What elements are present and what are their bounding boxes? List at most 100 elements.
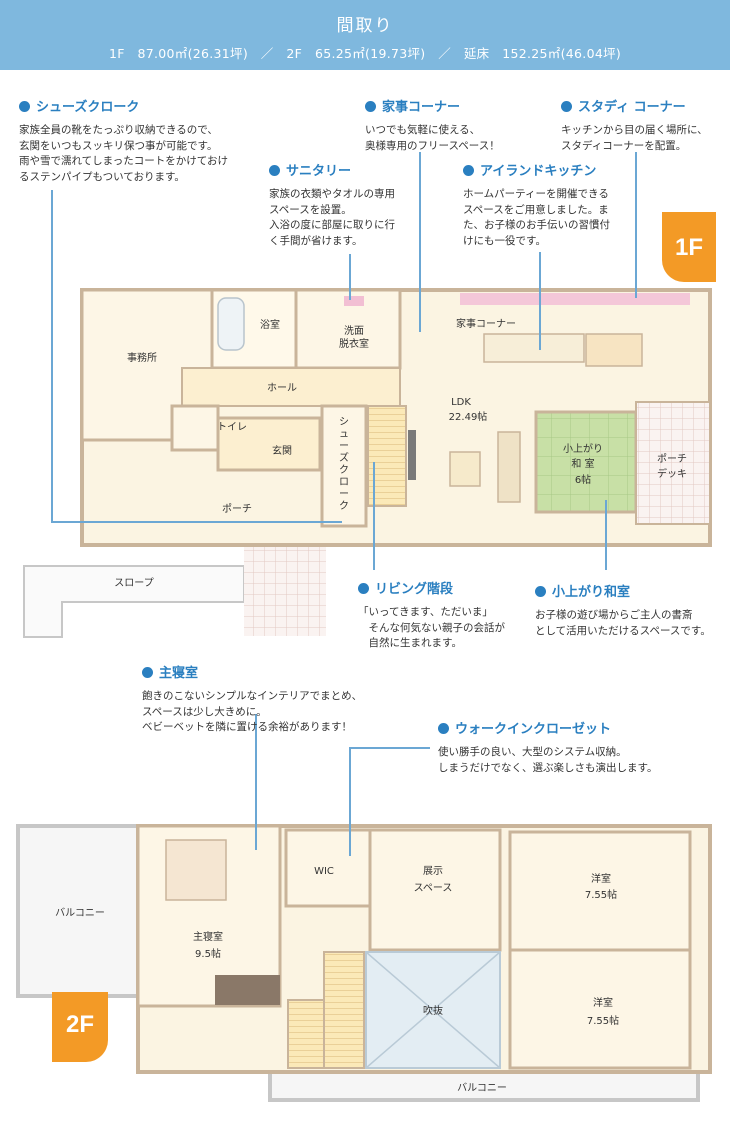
annotation-sanitary-text: 家族の衣類やタオルの専用 スペースを設置。 入浴の度に部屋に取りに行 く手間が省…	[269, 188, 395, 247]
stairs-2f-b	[287, 999, 325, 1069]
master-dark-floor	[215, 975, 280, 1005]
annotation-washitsu-title: 小上がり和室	[535, 585, 711, 601]
display-space	[368, 828, 502, 952]
annotation-sanitary: サニタリー 家族の衣類やタオルの専用 スペースを設置。 入浴の度に部屋に取りに行…	[269, 164, 395, 249]
room-label-deck-2: デッキ	[657, 467, 687, 480]
shoe-cloak-char: ク	[339, 464, 349, 476]
bullet-icon	[142, 667, 153, 678]
room-label-balcony-west: バルコニー	[55, 907, 105, 919]
room-label-chores: 家事コーナー	[456, 317, 516, 330]
leader-shoe-cloak	[51, 190, 342, 523]
bathtub	[217, 297, 245, 351]
annotation-chores-title-text: 家事コーナー	[382, 100, 461, 115]
shoe-cloak-char: ロ	[339, 477, 349, 488]
shoe-cloak-char: ュ	[339, 429, 349, 440]
header: 間取り 1F 87.00㎡(26.31坪) ／ 2F 65.25㎡(19.73坪…	[0, 0, 730, 70]
fukinuke-cross	[365, 951, 501, 1069]
stairs-2f	[323, 951, 365, 1069]
room-label-office: 事務所	[127, 351, 157, 364]
bullet-icon	[561, 101, 572, 112]
hall-area	[181, 367, 401, 407]
annotation-shoe-cloak-title: シューズクローク	[19, 100, 228, 116]
room-label-youshitsu-1: 洋室	[591, 872, 611, 885]
island-kitchen	[483, 333, 585, 363]
room-label-slope: スロープ	[114, 577, 153, 589]
room-west-2	[508, 948, 692, 1070]
entrance-room	[216, 416, 322, 472]
bullet-icon	[438, 723, 449, 734]
room-label-youshitsu-1-size: 7.55帖	[585, 888, 617, 901]
sofa	[497, 431, 521, 503]
room-label-washitsu-2: 和 室	[571, 457, 594, 470]
room-label-dressing: 脱衣室	[339, 337, 369, 350]
bullet-icon	[358, 583, 369, 594]
area-summary: 1F 87.00㎡(26.31坪) ／ 2F 65.25㎡(19.73坪) ／ …	[108, 46, 622, 61]
bullet-icon	[269, 165, 280, 176]
shoe-cloak-char: ク	[339, 500, 349, 512]
annotation-sanitary-title-text: サニタリー	[286, 164, 352, 179]
shoe-cloak-room	[320, 404, 368, 528]
room-label-fukinuke: 吹抜	[423, 1004, 443, 1017]
kitchen-strip	[460, 293, 690, 305]
room-label-washitsu-1: 小上がり	[563, 442, 603, 455]
annotation-wic-title: ウォークインクローゼット	[438, 722, 657, 738]
room-west-1	[508, 830, 692, 952]
annotation-washitsu: 小上がり和室 お子様の遊び場からご主人の書斎 として活用いただけるスペースです。	[535, 585, 711, 639]
room-label-youshitsu-2-size: 7.55帖	[587, 1014, 619, 1027]
room-label-balcony-south: バルコニー	[457, 1082, 507, 1094]
room-label-deck-1: ポーチ	[657, 453, 687, 465]
shoe-cloak-char: ズ	[339, 451, 349, 464]
tv-board	[408, 430, 416, 480]
annotation-study-title-text: スタディ コーナー	[578, 100, 686, 115]
balcony-south	[268, 1068, 700, 1102]
toilet-room	[170, 404, 220, 452]
room-label-ldk: LDK	[451, 397, 471, 408]
annotation-study: スタディ コーナー キッチンから目の届く場所に、 スタディコーナーを配置。	[561, 100, 708, 154]
bullet-icon	[535, 586, 546, 597]
annotation-shoe-cloak: シューズクローク 家族全員の靴をたっぷり収納できるので、 玄関をいつもスッキリ保…	[19, 100, 228, 185]
annotation-kitchen-title-text: アイランドキッチン	[480, 164, 597, 179]
annotation-washitsu-title-text: 小上がり和室	[552, 585, 631, 600]
room-label-hall: ホール	[267, 382, 297, 394]
annotation-study-title: スタディ コーナー	[561, 100, 708, 116]
annotation-kitchen: アイランドキッチン ホームパーティーを開催できる スペースをご用意しました。ま …	[463, 164, 610, 249]
washitsu-room	[534, 410, 638, 514]
annotation-kitchen-text: ホームパーティーを開催できる スペースをご用意しました。ま た、お子様のお手伝い…	[463, 188, 610, 247]
leader-lines	[51, 152, 637, 856]
annotation-chores: 家事コーナー いつでも気軽に使える、 奥様専用のフリースペース！	[365, 100, 500, 154]
room-label-display-2: スペース	[414, 883, 453, 894]
annotation-sanitary-title: サニタリー	[269, 164, 395, 180]
sanitary-shelf	[344, 296, 364, 306]
bullet-icon	[19, 101, 30, 112]
room-label-ldk-size: 22.49帖	[449, 410, 488, 423]
bullet-icon	[365, 101, 376, 112]
room-label-washroom: 洗面	[344, 325, 364, 337]
annotation-stairs-title-text: リビング階段	[375, 582, 454, 597]
floor1-badge: 1F	[662, 212, 716, 282]
annotation-shoe-cloak-title-text: シューズクローク	[36, 100, 140, 115]
wic-room	[284, 828, 372, 908]
annotation-study-text: キッチンから目の届く場所に、 スタディコーナーを配置。	[561, 124, 708, 152]
annotation-master-text: 飽きのこないシンプルなインテリアでまとめ、 スペースは少し大きめに。 ベビーベッ…	[142, 690, 363, 733]
annotation-shoe-cloak-text: 家族全員の靴をたっぷり収納できるので、 玄関をいつもスッキリ保つ事が可能です。 …	[19, 124, 228, 183]
living-table	[449, 451, 481, 487]
annotation-chores-title: 家事コーナー	[365, 100, 500, 116]
annotation-wic: ウォークインクローゼット 使い勝手の良い、大型のシステム収納。 しまうだけでなく…	[438, 722, 657, 776]
page-title: 間取り	[336, 16, 394, 36]
room-label-washitsu-size: 6帖	[575, 473, 591, 486]
annotation-kitchen-title: アイランドキッチン	[463, 164, 610, 180]
shoe-cloak-char: ー	[339, 441, 349, 452]
room-label-master-size: 9.5帖	[195, 947, 221, 960]
slope-area	[23, 565, 245, 638]
annotation-wic-text: 使い勝手の良い、大型のシステム収納。 しまうだけでなく、選ぶ楽しさも演出します。	[438, 746, 658, 774]
annotation-washitsu-text: お子様の遊び場からご主人の書斎 として活用いただけるスペースです。	[535, 609, 711, 637]
annotation-master-title: 主寝室	[142, 666, 362, 682]
annotation-master-title-text: 主寝室	[159, 666, 199, 681]
annotation-stairs: リビング階段 「いってきます、ただいま」 そんな何気ない親子の会話が 自然に生ま…	[358, 582, 505, 652]
bullet-icon	[463, 165, 474, 176]
floor2-plan	[16, 824, 712, 1102]
room-label-shoe-cloak: シューズクローク	[339, 417, 349, 512]
room-label-bath: 浴室	[260, 318, 280, 331]
balcony-west	[16, 824, 140, 998]
